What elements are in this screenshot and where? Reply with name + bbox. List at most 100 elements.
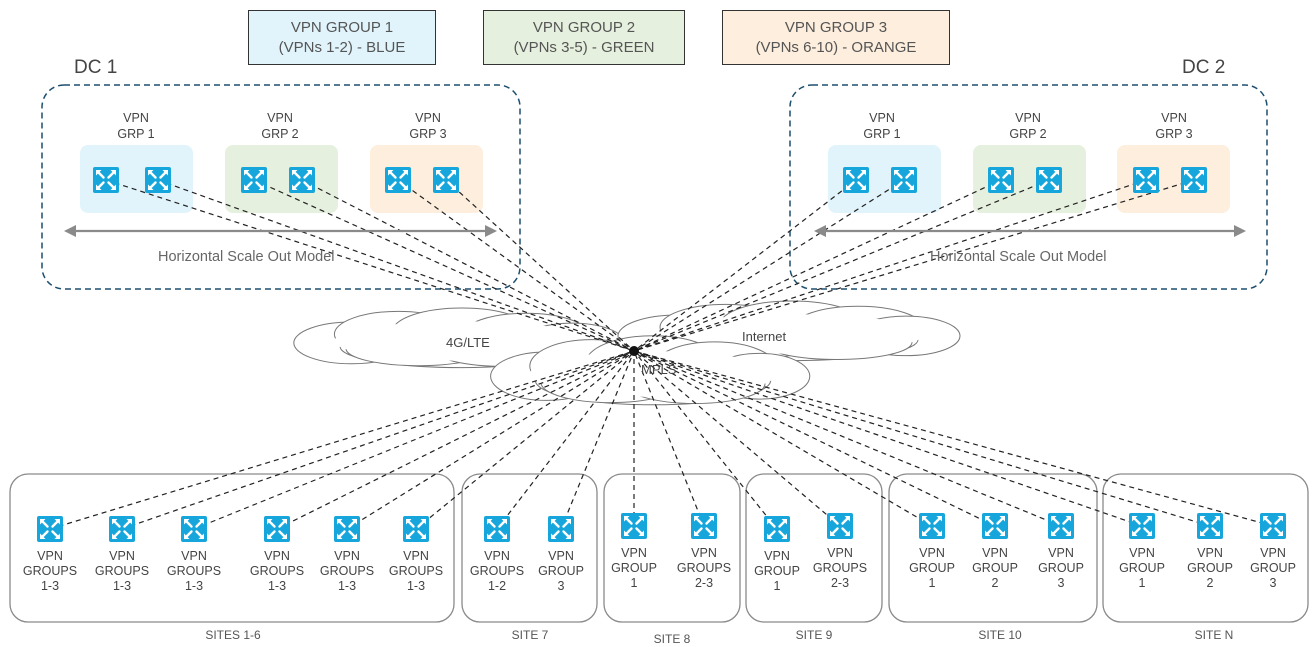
router-icon-arrowhead: [162, 170, 168, 176]
router-icon-arrowhead: [1277, 530, 1283, 536]
router-icon-arrowhead: [281, 533, 287, 539]
legend-vpn-group-2: VPN GROUP 2 (VPNs 3-5) - GREEN: [483, 10, 685, 65]
label-line: 3: [557, 579, 565, 593]
label-line: GROUP: [1119, 561, 1165, 575]
router-icon-arrowhead: [1198, 184, 1204, 190]
router-icon-arrowhead: [198, 519, 204, 525]
label-line: VPN: [267, 111, 293, 125]
dc2-group-3-label: VPN GRP 3: [1134, 110, 1214, 142]
label-line: GROUP: [611, 561, 657, 575]
site-container: [461, 473, 598, 623]
label-line: VPN: [1161, 111, 1187, 125]
router-icon-arrowhead: [306, 184, 312, 190]
router-icon-arrowhead: [1051, 516, 1057, 522]
label-line: GROUPS: [166, 564, 222, 578]
label-line: VPN: [764, 549, 790, 563]
router-icon-arrowhead: [258, 184, 264, 190]
label-line: GROUPS: [22, 564, 78, 578]
transport-link: [633, 350, 1274, 527]
router-icon-arrowhead: [110, 170, 116, 176]
router-icon-arrowhead: [112, 533, 118, 539]
router-icon-arrowhead: [351, 519, 357, 525]
router-icon-arrowhead: [922, 516, 928, 522]
label-line: 1-3: [40, 579, 60, 593]
router-icon-arrowhead: [184, 519, 190, 525]
router-icon-arrowhead: [894, 184, 900, 190]
router-icon-arrowhead: [1136, 184, 1142, 190]
router-icon-arrowhead: [258, 170, 264, 176]
label-line: VPN: [181, 549, 207, 563]
router-icon-arrowhead: [846, 184, 852, 190]
router-icon-arrowhead: [1065, 516, 1071, 522]
router-icon-arrowhead: [985, 530, 991, 536]
label-line: GRP 3: [409, 127, 447, 141]
label-line: GROUPS: [94, 564, 150, 578]
mpls-cloud: [490, 335, 811, 406]
label-line: VPN: [334, 549, 360, 563]
label-line: 1-3: [112, 579, 132, 593]
site-title: SITE 8: [653, 632, 691, 646]
router-icon-arrowhead: [1184, 184, 1190, 190]
transport-link: [633, 179, 857, 352]
dc1-group-3-label: VPN GRP 3: [388, 110, 468, 142]
router-icon-arrowhead: [846, 170, 852, 176]
label-line: GROUPS: [249, 564, 305, 578]
dc1-container: [41, 84, 521, 290]
label-line: GROUP: [1250, 561, 1296, 575]
router-icon-arrowhead: [908, 184, 914, 190]
label-line: 2: [991, 576, 999, 590]
router-icon-arrowhead: [844, 516, 850, 522]
label-line: GROUPS: [676, 561, 732, 575]
dc2-scale-arrow-head-right: [1234, 225, 1246, 237]
label-line: VPN: [827, 546, 853, 560]
router-icon-arrowhead: [1005, 184, 1011, 190]
site-container: [603, 473, 741, 623]
label-line: 3: [1269, 576, 1277, 590]
router-icon-arrowhead: [402, 170, 408, 176]
router-icon-arrowhead: [292, 170, 298, 176]
router-icon-arrowhead: [936, 530, 942, 536]
router-icon-arrowhead: [126, 533, 132, 539]
label-line: VPN: [109, 549, 135, 563]
router-icon-arrowhead: [244, 184, 250, 190]
router-icon-arrowhead: [501, 533, 507, 539]
router-icon-arrowhead: [1132, 516, 1138, 522]
label-line: GRP 2: [261, 127, 299, 141]
router-icon-arrowhead: [1051, 530, 1057, 536]
label-line: VPN: [415, 111, 441, 125]
router-icon-arrowhead: [388, 170, 394, 176]
router-icon-arrowhead: [148, 184, 154, 190]
transport-link: [633, 350, 1143, 527]
label-line: VPN: [982, 546, 1008, 560]
router-icon-arrowhead: [267, 519, 273, 525]
transport-link: [633, 350, 996, 527]
router-icon-arrowhead: [991, 184, 997, 190]
legend-detail: (VPNs 6-10) - ORANGE: [755, 38, 917, 56]
label-line: VPN: [1015, 111, 1041, 125]
router-icon-arrowhead: [487, 533, 493, 539]
dc1-group-box: [370, 145, 483, 213]
dc1-scale-arrow-head-right: [485, 225, 497, 237]
router-icon-arrowhead: [624, 530, 630, 536]
cloud-fill: [334, 321, 590, 361]
router-icon-arrowhead: [1005, 170, 1011, 176]
router-icon-arrowhead: [694, 530, 700, 536]
label-line: VPN: [621, 546, 647, 560]
router-icon-arrowhead: [1150, 170, 1156, 176]
router-icon-arrowhead: [450, 184, 456, 190]
router-icon-arrowhead: [830, 530, 836, 536]
label-line: 1-3: [406, 579, 426, 593]
label-line: 1: [630, 576, 638, 590]
